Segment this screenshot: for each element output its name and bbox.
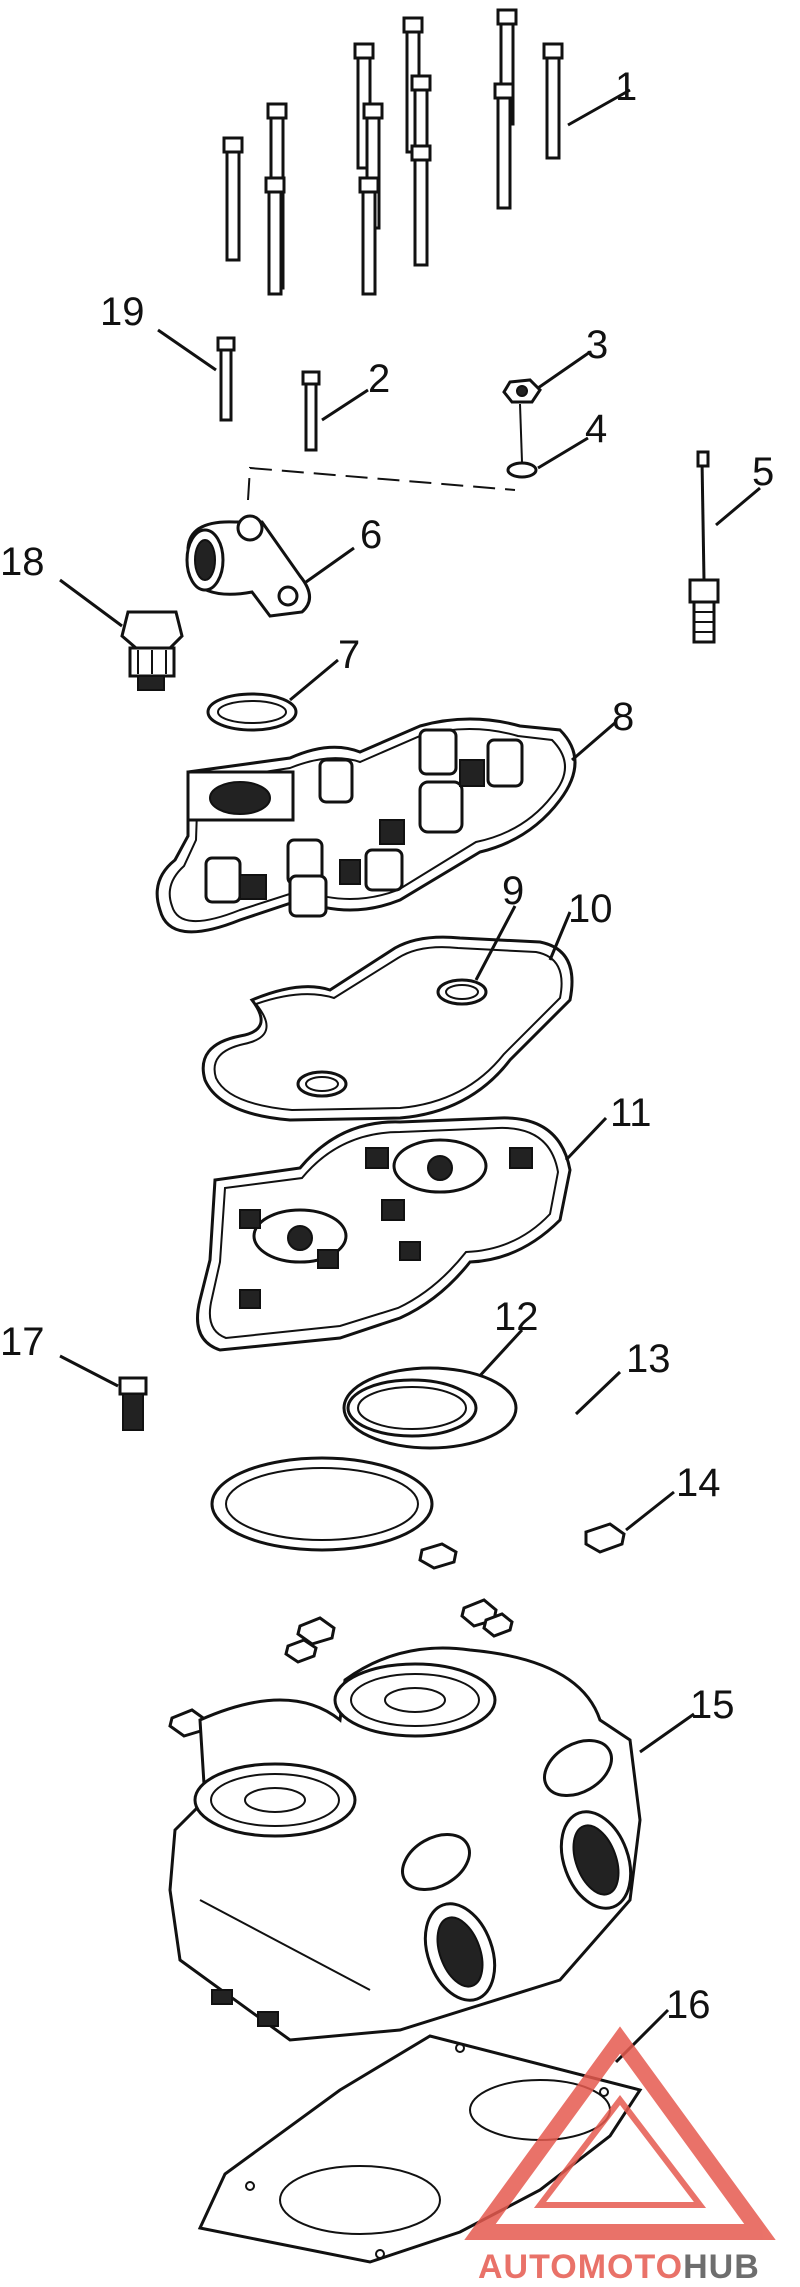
callout-8: 8 xyxy=(612,695,634,739)
head-bolts-part-1 xyxy=(222,8,631,296)
o-ring-part-13 xyxy=(210,1366,622,1552)
washer-part-4 xyxy=(506,403,589,479)
callout-12: 12 xyxy=(494,1295,539,1339)
head-cover-part-8 xyxy=(155,717,617,934)
callout-17: 17 xyxy=(0,1320,45,1364)
callout-7: 7 xyxy=(338,633,360,677)
callout-1: 1 xyxy=(615,65,637,109)
callout-9: 9 xyxy=(502,869,524,913)
cylinder-head-part-11 xyxy=(196,1116,608,1352)
drain-plug-part-17 xyxy=(59,1354,148,1431)
o-ring-part-9 xyxy=(296,905,517,1098)
watermark-text-auto: AUTO xyxy=(478,2248,578,2286)
callout-15: 15 xyxy=(690,1683,735,1727)
watermark-text-moto: MOTO xyxy=(578,2248,683,2286)
callout-5: 5 xyxy=(752,450,774,494)
o-ring-part-7 xyxy=(206,658,339,732)
callout-4: 4 xyxy=(585,407,607,451)
callout-3: 3 xyxy=(586,323,608,367)
callout-16: 16 xyxy=(666,1983,711,2027)
callout-11: 11 xyxy=(610,1091,652,1135)
bolt-part-19 xyxy=(157,328,236,422)
temperature-sensor-part-5 xyxy=(688,450,761,644)
water-outlet-part-6 xyxy=(185,466,516,618)
callout-6: 6 xyxy=(360,513,382,557)
callout-19: 19 xyxy=(100,290,145,334)
automotohub-watermark: AUTOMOTOHUB xyxy=(464,2026,776,2286)
callout-13: 13 xyxy=(626,1337,671,1381)
cylinder-block-part-15 xyxy=(168,1646,695,2042)
head-gasket-part-10 xyxy=(201,911,574,1122)
callout-14: 14 xyxy=(676,1461,721,1505)
nuts-part-14 xyxy=(168,1490,675,1738)
bolt-part-2 xyxy=(301,370,369,452)
callout-10: 10 xyxy=(568,887,613,931)
watermark-triangle-icon xyxy=(464,2026,776,2240)
nut-part-3 xyxy=(502,350,591,404)
callout-18: 18 xyxy=(0,540,45,584)
callout-2: 2 xyxy=(368,357,390,401)
svg-text:AUTOMOTOHUB: AUTOMOTOHUB xyxy=(478,2248,760,2286)
watermark-text-hub: HUB xyxy=(683,2248,760,2286)
thermostat-part-18 xyxy=(59,578,184,691)
